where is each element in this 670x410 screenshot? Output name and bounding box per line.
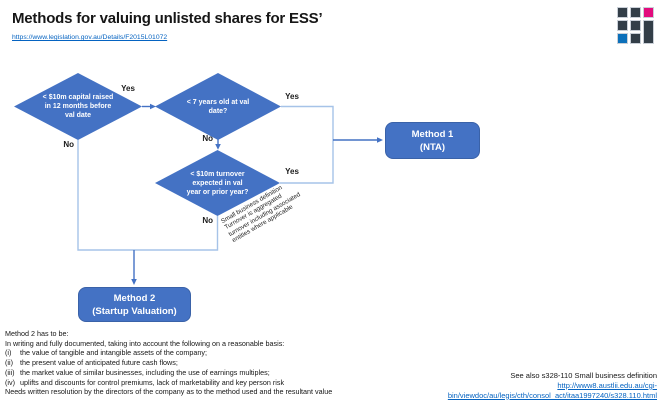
see-also-text: See also s328-110 Small business definit…	[510, 371, 657, 380]
logo-tile	[630, 7, 641, 18]
logo-tile	[617, 20, 628, 31]
note-line: In writing and fully documented, taking …	[5, 338, 285, 348]
label-yes-years: Yes	[285, 92, 299, 101]
logo-tile-magenta	[643, 7, 654, 18]
legislation-link[interactable]: https://www.legislation.gov.au/Details/F…	[12, 34, 168, 41]
see-also-block: See also s328-110 Small business definit…	[412, 371, 657, 400]
note-line-iii: (iii) the market value of similar busine…	[5, 367, 270, 377]
decision-years-old-text: < 7 years old at val date?	[186, 98, 250, 115]
label-no-capital: No	[63, 140, 74, 149]
austlii-link-line2[interactable]: bin/viewdoc/au/legis/cth/consol_act/itaa…	[447, 390, 657, 400]
method2-notes: Method 2 has to be: In writing and fully…	[5, 329, 435, 397]
decision-capital-raised-text: < $10m capital raised in 12 months befor…	[42, 94, 114, 119]
method2-box: Method 2 (Startup Valuation)	[78, 287, 191, 322]
logo-tile-tall	[643, 20, 654, 44]
logo-tile	[630, 33, 641, 44]
method2-line2: (Startup Valuation)	[92, 305, 177, 317]
company-logo-icon	[617, 7, 654, 44]
logo-tile-blue	[617, 33, 628, 44]
method2-line1: Method 2	[113, 292, 156, 304]
austlii-link-line1[interactable]: http://www8.austlii.edu.au/cgi-	[557, 380, 657, 390]
method1-box: Method 1 (NTA)	[385, 122, 480, 159]
logo-tile	[630, 20, 641, 31]
logo-tile	[617, 7, 628, 18]
note-line-i: (i) the value of tangible and intangible…	[5, 348, 208, 358]
note-line-ii: (ii) the present value of anticipated fu…	[5, 358, 178, 368]
label-yes-capital: Yes	[121, 84, 135, 93]
page-title: Methods for valuing unlisted shares for …	[12, 10, 323, 27]
label-no-years: No	[202, 134, 213, 143]
note-line-iv: (iv) uplifts and discounts for control p…	[5, 377, 285, 387]
label-no-turnover: No	[202, 216, 213, 225]
method1-line1: Method 1	[411, 128, 454, 140]
label-yes-turnover: Yes	[285, 167, 299, 176]
decision-turnover-text: < $10m turnover expected in val year or …	[186, 170, 249, 196]
note-line: Method 2 has to be:	[5, 329, 69, 338]
method1-line2: (NTA)	[419, 141, 446, 153]
note-line: Needs written resolution by the director…	[5, 387, 333, 397]
